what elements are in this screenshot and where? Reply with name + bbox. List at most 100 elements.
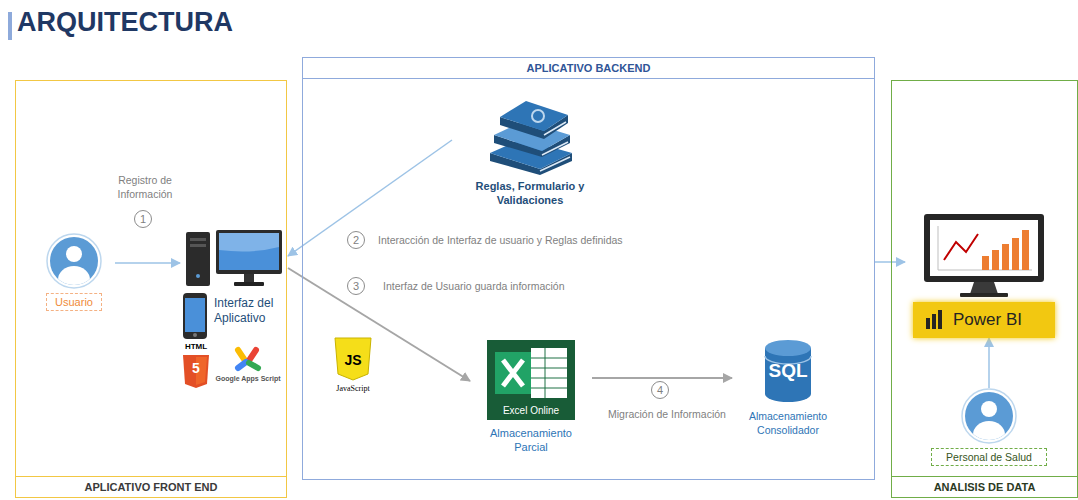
monitor-chart-icon	[922, 212, 1046, 298]
panel: APLICATIVO BACKEND Reglas, Formulario y V…	[302, 57, 875, 480]
icon-part	[182, 292, 208, 340]
icon-part	[46, 233, 102, 289]
icon-part	[922, 212, 1046, 298]
edge-label: Registro de Información	[103, 174, 187, 201]
icon-part	[1012, 238, 1019, 270]
icon-part	[992, 250, 999, 270]
icon-part	[196, 274, 200, 278]
apps-script-logo	[238, 350, 258, 368]
icon-part	[973, 421, 1005, 444]
html5-logo	[183, 355, 209, 388]
icon-part	[924, 214, 1044, 282]
icon-part	[58, 246, 90, 289]
icon-part	[219, 233, 279, 270]
icon-part	[238, 362, 246, 368]
icon-part	[234, 282, 264, 286]
node: Interfaz del Aplicativo	[180, 228, 288, 340]
icon-part	[244, 274, 254, 282]
edge-label: Interacción de Interfaz de usuario y Reg…	[376, 234, 625, 248]
logo-text: HTML	[182, 342, 210, 351]
icon-part	[219, 233, 279, 251]
connector-arrow	[115, 262, 180, 264]
node-text: Almacenamiento Consolidador	[733, 410, 843, 437]
node-text: APLICATIVO BACKEND	[527, 62, 651, 74]
node-text: Power BI	[953, 310, 1022, 330]
icon-part	[190, 244, 206, 247]
icon-part	[487, 340, 575, 420]
panel: ANALISIS DE DATA Power BI Personal de Salu…	[891, 80, 1078, 498]
icon-part	[182, 228, 286, 288]
logo-text: Google Apps Script	[210, 375, 286, 382]
sql-database-icon: SQL	[763, 338, 813, 404]
node: Reglas, Formulario y Validaciones	[452, 95, 608, 208]
node-text: Interfaz del Aplicativo	[214, 296, 286, 326]
icon-part	[531, 348, 567, 398]
logo-text: JavaScript	[320, 384, 386, 393]
icon-part	[335, 338, 371, 380]
callout-number: 3	[347, 277, 365, 295]
powerbi-badge: Power BI	[913, 302, 1055, 338]
node-text: Almacenamiento Parcial	[479, 426, 583, 455]
icon-part	[944, 234, 978, 260]
icon-part	[185, 298, 205, 332]
callout-number: 2	[347, 231, 365, 249]
icon-part	[926, 318, 930, 329]
icon-part	[480, 95, 580, 175]
callout-number: 1	[134, 210, 152, 228]
icon-part	[58, 266, 90, 289]
icon-part	[503, 360, 523, 386]
logo-text: 5	[183, 360, 209, 376]
user-icon	[46, 233, 102, 289]
icon-part	[190, 238, 206, 241]
icon-part	[765, 340, 811, 356]
panel-strip: APLICATIVO BACKEND	[303, 58, 874, 79]
icon-part	[932, 314, 936, 329]
icon-part	[532, 110, 544, 122]
connector-arrow	[988, 338, 990, 388]
node-text: APLICATIVO FRONT END	[84, 481, 217, 493]
icon-part	[1002, 244, 1009, 270]
rules-books-icon	[480, 95, 580, 175]
node-text: Reglas, Formulario y Validaciones	[464, 179, 596, 208]
node: SQL Almacenamiento Consolidador	[732, 338, 844, 437]
icon-part	[938, 310, 942, 329]
icon-part	[930, 220, 1038, 276]
javascript-logo	[335, 338, 371, 380]
icon-part	[938, 226, 1032, 270]
icon-part	[973, 401, 1005, 444]
panel-strip: ANALISIS DE DATA	[892, 476, 1077, 497]
node-text: SQL	[763, 360, 813, 382]
edge-label: Migración de Información	[606, 408, 728, 422]
health-staff-icon	[961, 388, 1017, 444]
icon-part	[495, 352, 531, 394]
icon-part	[216, 230, 282, 274]
icon-part	[982, 256, 989, 270]
panel: APLICATIVO FRONT ENDUsuarioInterfaz del …	[15, 80, 287, 498]
icon-part	[1022, 230, 1029, 270]
node-text: Personal de Salud	[931, 448, 1047, 466]
node-text: Excel Online	[487, 405, 575, 416]
node: Personal de Salud	[916, 388, 1062, 466]
device-row: Interfaz del Aplicativo	[182, 292, 286, 340]
icon-part	[960, 293, 1008, 297]
connector-arrow	[592, 377, 732, 379]
node: Excel OnlineAlmacenamiento Parcial	[470, 340, 592, 455]
powerbi-logo	[925, 310, 943, 330]
icon-part	[183, 293, 207, 339]
excel-icon: Excel Online	[487, 340, 575, 420]
icon-part	[193, 333, 197, 337]
icon-part	[186, 232, 210, 286]
callout-number: 4	[651, 381, 669, 399]
icon-part	[981, 401, 997, 417]
node: Power BI	[905, 212, 1063, 338]
icon-part	[540, 122, 570, 171]
logo-text: JS	[335, 352, 371, 368]
icon-part	[66, 246, 82, 262]
icon-part	[183, 355, 209, 388]
icon-part	[970, 282, 998, 294]
edge-label: Interfaz de Usuario guarda información	[381, 280, 567, 294]
panel-strip: APLICATIVO FRONT END	[16, 476, 286, 497]
title-bar	[8, 12, 12, 40]
